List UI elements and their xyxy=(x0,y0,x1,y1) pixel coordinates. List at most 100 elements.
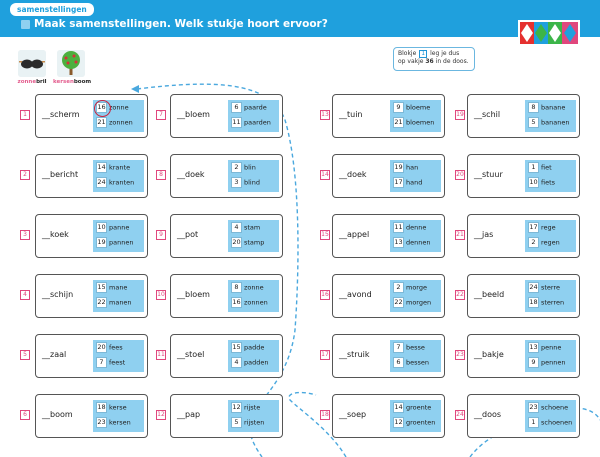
option-word: hand xyxy=(406,178,423,187)
option-number: 23 xyxy=(96,417,107,428)
option-word: rege xyxy=(541,223,556,232)
option-word: rijste xyxy=(244,403,261,412)
hint-text: in de doos. xyxy=(435,58,469,65)
option-word: sterre xyxy=(541,283,561,292)
option-number: 6 xyxy=(393,357,404,368)
option-number: 16 xyxy=(94,100,111,117)
hint-text: Blokje xyxy=(398,50,417,57)
option-number: 7 xyxy=(96,357,107,368)
header-bar xyxy=(0,0,600,37)
option-number: 2 xyxy=(231,162,242,173)
exercise-number: 24 xyxy=(455,410,465,420)
word-stem: __bakje xyxy=(474,350,504,359)
option-word: blin xyxy=(244,163,256,172)
option-word: bloeme xyxy=(406,103,431,112)
exercise-number: 13 xyxy=(320,110,330,120)
option-number: 18 xyxy=(528,297,539,308)
option-number: 17 xyxy=(528,222,539,233)
option-number: 21 xyxy=(393,117,404,128)
exercise-number: 4 xyxy=(20,290,30,300)
option-number: 5 xyxy=(528,117,539,128)
option-number: 21 xyxy=(96,117,107,128)
word-stem: __stuur xyxy=(474,170,503,179)
exercise-number: 6 xyxy=(20,410,30,420)
option-word: pannen xyxy=(109,238,134,247)
section-tab[interactable]: samenstellingen xyxy=(10,3,94,16)
option-number: 20 xyxy=(231,237,242,248)
option-word: fiets xyxy=(541,178,556,187)
option-number: 13 xyxy=(393,237,404,248)
option-word: kerse xyxy=(109,403,127,412)
word-stem: __scherm xyxy=(42,110,80,119)
option-word: bessen xyxy=(406,358,430,367)
option-word: penne xyxy=(541,343,562,352)
word-stem: __soep xyxy=(339,410,367,419)
hint-block-number: 1 xyxy=(419,50,428,58)
option-number: 4 xyxy=(231,222,242,233)
option-number: 8 xyxy=(231,282,242,293)
option-number: 7 xyxy=(393,342,404,353)
cherry-tree-icon xyxy=(57,50,85,77)
option-number: 11 xyxy=(231,117,242,128)
option-word: zonnen xyxy=(244,298,268,307)
exercise-number: 7 xyxy=(156,110,166,120)
exercise-number: 23 xyxy=(455,350,465,360)
option-word: besse xyxy=(406,343,425,352)
hint-square-number: 36 xyxy=(425,58,434,65)
